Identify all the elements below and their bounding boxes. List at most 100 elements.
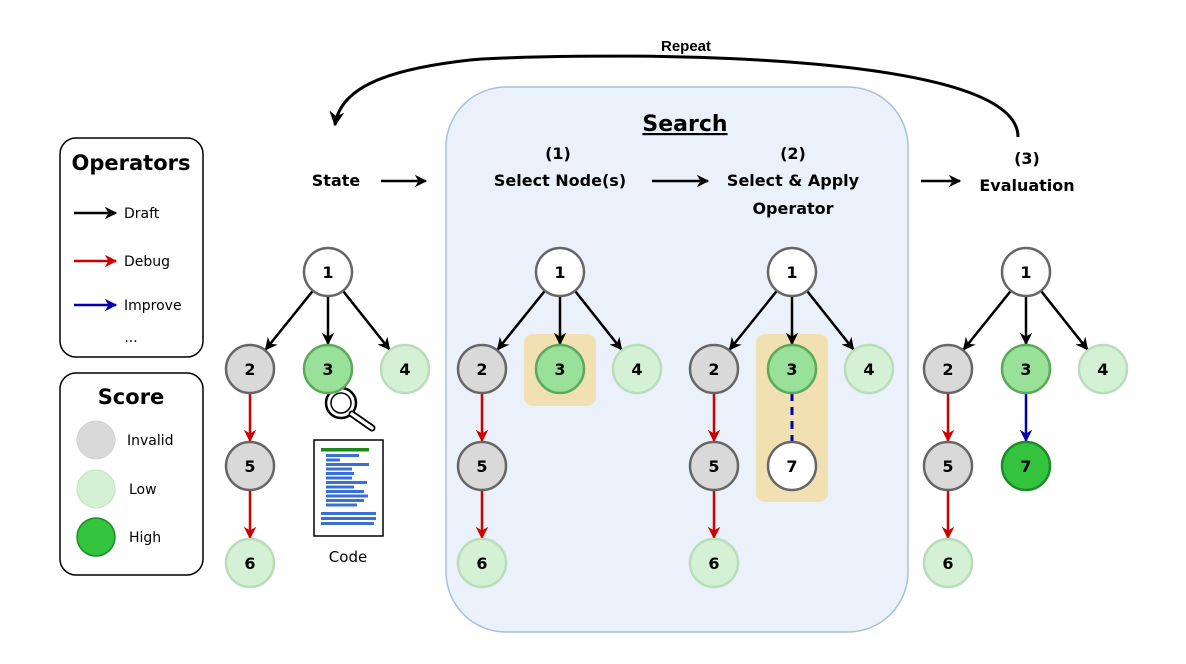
code-line [321,522,374,525]
edge-draft-1-2 [728,289,778,351]
edge-draft-1-4 [573,290,623,351]
node-label: 4 [1097,360,1108,379]
tree-apply: 1 2 3 4 5 6 7 [688,246,895,589]
magnifier-icon [324,386,376,432]
node-label: 1 [322,263,333,282]
edge-draft-1-2 [264,289,314,351]
tree-node-1: 1 [1000,246,1052,298]
legend-draft-label: Draft [124,206,160,222]
step2-label-line2: Operator [752,199,833,218]
edge-draft-1-2 [496,289,546,351]
code-line [326,467,352,471]
legend-debug-label: Debug [124,254,170,270]
low-swatch-icon [76,469,116,509]
tree-node-2: 2 [456,343,508,395]
node-label: 7 [786,457,797,476]
tree-node-3: 3 [766,343,818,395]
node-label: 2 [476,360,487,379]
code-line [326,476,352,480]
tree-node-5: 5 [456,440,508,492]
repeat-arrow [329,54,1020,138]
tree-node-5: 5 [922,440,974,492]
node-label: 3 [322,360,333,379]
code-line [326,454,359,457]
node-label: 1 [786,263,797,282]
legend-invalid-label: Invalid [127,433,174,449]
code-line [321,448,369,452]
legend-improve-label: Improve [124,298,182,314]
node-label: 6 [708,554,719,573]
high-swatch-icon [76,517,116,557]
tree-node-5: 5 [224,440,276,492]
code-line [326,472,354,475]
step3-label: Evaluation [979,176,1074,195]
tree-node-6: 6 [688,537,740,589]
node-label: 5 [244,457,255,476]
code-line [326,458,340,462]
node-label: 2 [942,360,953,379]
code-line [326,463,369,466]
tree-state: 1 2 3 4 5 6 [224,246,431,589]
tree-node-3: 3 [302,343,354,395]
node-label: 3 [1020,360,1031,379]
node-label: 3 [554,360,565,379]
edge-draft-1-4 [1039,290,1089,351]
tree-evaluation: 1 2 3 4 5 6 7 [922,246,1129,589]
code-label: Code [329,548,367,566]
node-label: 2 [244,360,255,379]
code-line [326,494,368,498]
node-label: 5 [476,457,487,476]
node-label: 4 [631,360,642,379]
tree-node-7: 7 [1000,440,1052,492]
step1-label: Select Node(s) [494,171,626,190]
code-line [326,490,364,493]
repeat-label: Repeat [661,38,711,55]
legend-high-label: High [129,530,161,546]
tree-node-4: 4 [1077,343,1129,395]
tree-node-3: 3 [1000,343,1052,395]
node-label: 7 [1020,457,1031,476]
operators-legend: Operators Draft Debug Improve ... [59,137,204,358]
legend-more-ellipsis: ... [124,330,137,346]
node-label: 3 [786,360,797,379]
step3-number: (3) [1014,149,1040,168]
code-line [326,481,367,484]
code-line [326,503,357,507]
state-label: State [312,171,361,190]
edge-draft-1-2 [962,289,1012,351]
tree-node-4: 4 [379,343,431,395]
node-label: 5 [942,457,953,476]
node-label: 6 [476,554,487,573]
edge-draft-1-4 [341,290,391,351]
code-line [326,499,364,502]
node-label: 5 [708,457,719,476]
tree-node-1: 1 [766,246,818,298]
tree-node-3: 3 [534,343,586,395]
tree-node-6: 6 [456,537,508,589]
step2-label-line1: Select & Apply [727,171,860,190]
tree-node-2: 2 [688,343,740,395]
legend-low-label: Low [129,482,157,498]
tree-node-4: 4 [843,343,895,395]
code-line [321,517,376,520]
tree-node-1: 1 [302,246,354,298]
tree-select: 1 2 3 4 5 6 [456,246,663,589]
step1-number: (1) [545,144,571,163]
invalid-swatch-icon [76,420,116,460]
tree-node-2: 2 [922,343,974,395]
node-label: 4 [399,360,410,379]
tree-node-7: 7 [766,440,818,492]
node-label: 6 [244,554,255,573]
edge-draft-1-4 [805,290,855,351]
search-title: Search [642,112,727,137]
node-label: 1 [554,263,565,282]
search-panel [445,86,909,633]
node-label: 4 [863,360,874,379]
node-label: 6 [942,554,953,573]
tree-node-6: 6 [224,537,276,589]
score-legend-title: Score [98,385,165,409]
operators-legend-title: Operators [72,151,191,175]
code-line [321,512,376,515]
tree-node-6: 6 [922,537,974,589]
